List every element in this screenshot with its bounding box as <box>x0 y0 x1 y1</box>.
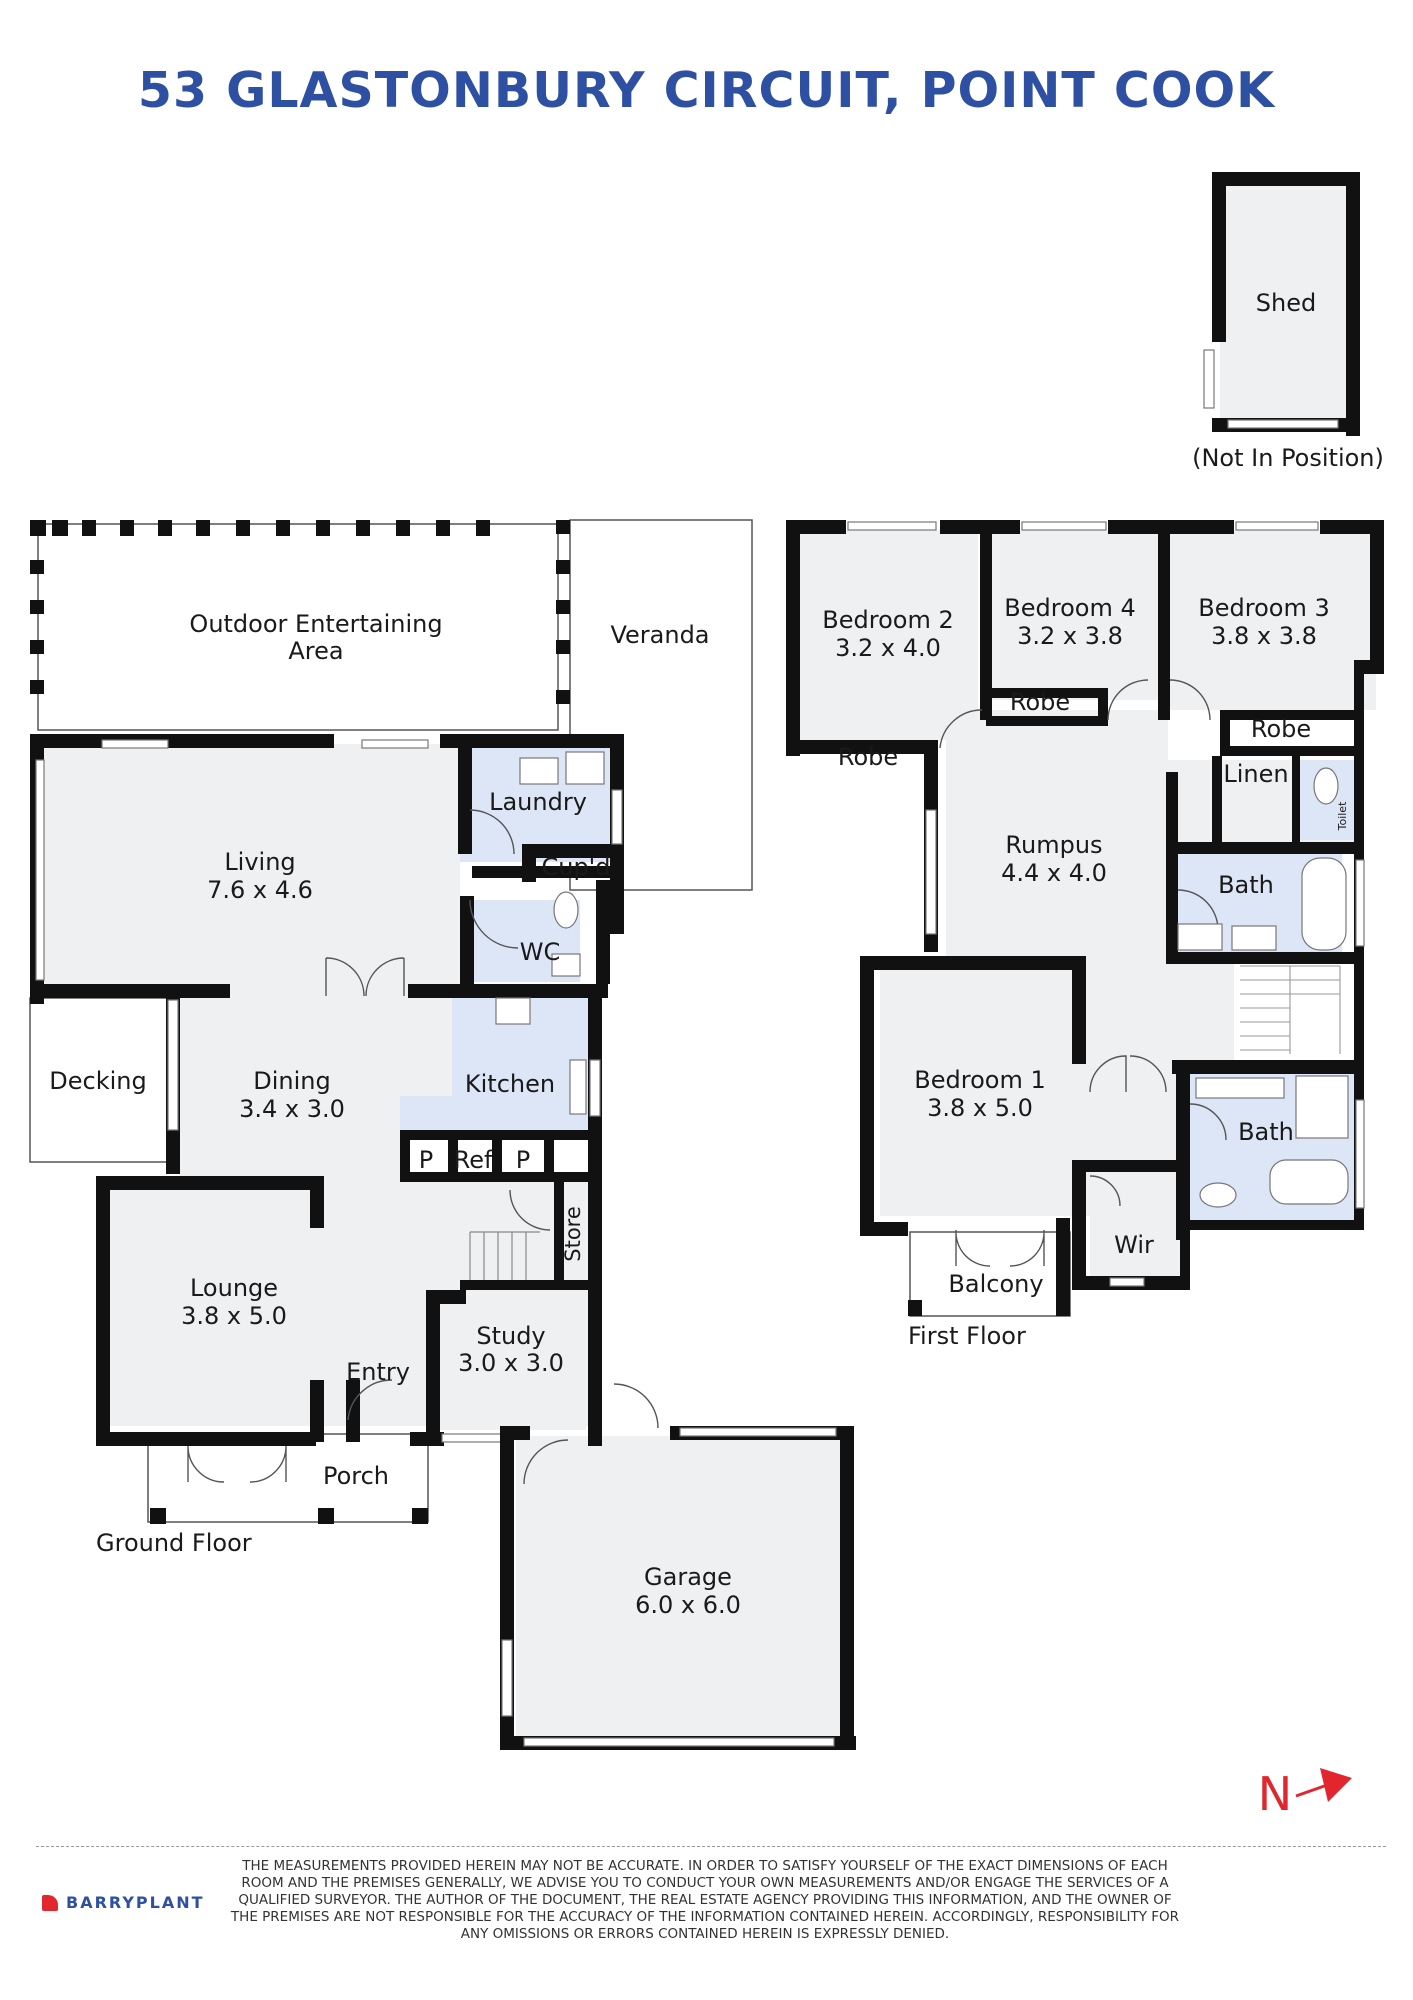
brand-name: BARRYPLANT <box>66 1893 205 1912</box>
bedroom-2-label: Bedroom 2 <box>822 606 953 634</box>
ref-label: Ref <box>454 1146 493 1174</box>
bedroom-3-dims: 3.8 x 3.8 <box>1211 622 1317 650</box>
wir-room <box>1090 1180 1186 1280</box>
pantry-2-label: P <box>516 1146 530 1174</box>
porch-outline <box>147 1433 429 1523</box>
outdoor-label-2: Area <box>288 637 343 665</box>
toilet-label: Toilet <box>1336 801 1349 831</box>
living-room <box>44 744 460 996</box>
robe-2-label: Robe <box>838 743 898 771</box>
dining-label: Dining <box>253 1067 330 1095</box>
bedroom-2-dims: 3.2 x 4.0 <box>835 634 941 662</box>
wir-label: Wir <box>1114 1231 1154 1259</box>
linen-label: Linen <box>1223 760 1288 788</box>
ground-floor-label: Ground Floor <box>96 1529 252 1557</box>
shed-label: Shed <box>1256 289 1316 317</box>
lounge-room <box>108 1176 316 1426</box>
north-arrow-icon <box>1320 1768 1352 1802</box>
outdoor-area-outline <box>37 523 559 731</box>
study-label: Study <box>476 1322 545 1350</box>
robe-4-label: Robe <box>1010 688 1070 716</box>
balcony-label: Balcony <box>948 1270 1043 1298</box>
shed: Shed (Not In Position) <box>1192 172 1384 472</box>
veranda-label: Veranda <box>610 621 709 649</box>
brand-mark-icon <box>42 1894 58 1911</box>
floor-plan: Shed (Not In Position) <box>29 172 1384 1821</box>
entry-label: Entry <box>346 1358 410 1386</box>
dining-dims: 3.4 x 3.0 <box>239 1095 345 1123</box>
decking-label: Decking <box>49 1067 146 1095</box>
study-dims: 3.0 x 3.0 <box>458 1349 564 1377</box>
lounge-label: Lounge <box>190 1274 278 1302</box>
bedroom-4-label: Bedroom 4 <box>1004 594 1135 622</box>
porch-label: Porch <box>323 1462 389 1490</box>
living-dims: 7.6 x 4.6 <box>207 876 313 904</box>
bedroom-3-label: Bedroom 3 <box>1198 594 1329 622</box>
north-compass: N <box>1258 1767 1352 1821</box>
robe-3-label: Robe <box>1251 715 1311 743</box>
bedroom-4-dims: 3.2 x 3.8 <box>1017 622 1123 650</box>
laundry-label: Laundry <box>489 788 587 816</box>
footer-divider <box>36 1846 1386 1847</box>
garage-room <box>516 1436 844 1744</box>
brand-logo: BARRYPLANT <box>42 1893 205 1912</box>
bath-1-label: Bath <box>1218 871 1274 899</box>
ground-floor: Outdoor Entertaining Area Veranda Laundr… <box>29 519 856 1750</box>
dining-room <box>180 996 402 1176</box>
outdoor-label: Outdoor Entertaining <box>189 610 442 638</box>
bedroom-4-room <box>986 530 1160 700</box>
rumpus-label: Rumpus <box>1005 831 1102 859</box>
bedroom-1-dims: 3.8 x 5.0 <box>927 1094 1033 1122</box>
bedroom-2-room <box>800 530 978 740</box>
rumpus-dims: 4.4 x 4.0 <box>1001 859 1107 887</box>
shed-note: (Not In Position) <box>1192 444 1384 472</box>
bedroom-3-room <box>1166 530 1376 710</box>
page-title: 53 GLASTONBURY CIRCUIT, POINT COOK <box>137 62 1276 119</box>
first-floor-label: First Floor <box>908 1322 1026 1350</box>
garage-dims: 6.0 x 6.0 <box>635 1591 741 1619</box>
bedroom-1-label: Bedroom 1 <box>914 1066 1045 1094</box>
bedroom-1-room <box>880 966 1180 1216</box>
bath-2-label: Bath <box>1238 1118 1294 1146</box>
study-room <box>436 1290 586 1430</box>
north-label: N <box>1258 1767 1292 1821</box>
store-label: Store <box>561 1206 585 1262</box>
kitchen-label: Kitchen <box>465 1070 555 1098</box>
cupd-label: Cup'd <box>541 853 610 881</box>
pantry-1-label: P <box>419 1146 433 1174</box>
first-floor: Bedroom 2 3.2 x 4.0 Bedroom 4 3.2 x 3.8 … <box>786 520 1384 1350</box>
living-label: Living <box>224 848 295 876</box>
disclaimer-text: THE MEASUREMENTS PROVIDED HEREIN MAY NOT… <box>230 1858 1180 1942</box>
lounge-dims: 3.8 x 5.0 <box>181 1302 287 1330</box>
garage-label: Garage <box>644 1563 732 1591</box>
wc-label: WC <box>520 938 561 966</box>
